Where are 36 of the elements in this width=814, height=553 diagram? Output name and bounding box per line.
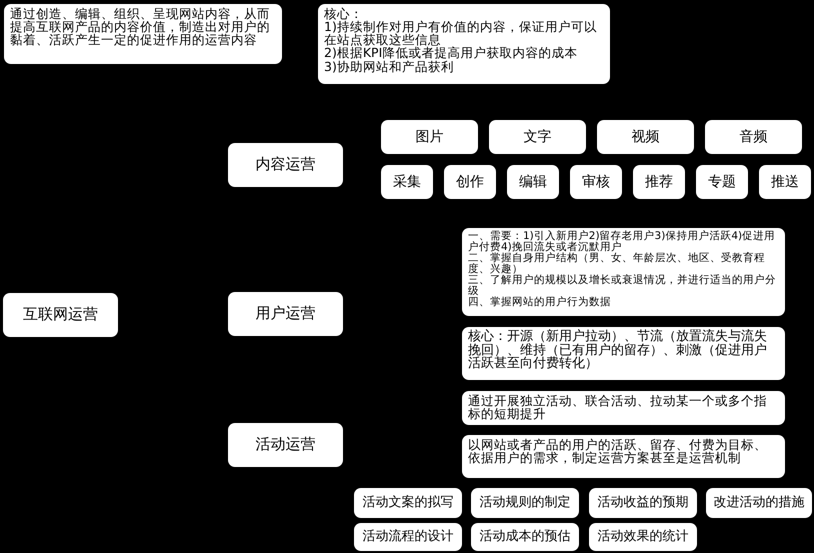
item-box: 活动规则的制定	[471, 488, 579, 518]
topic-box: 用户运营	[228, 292, 343, 336]
note-line: 核心：	[324, 7, 363, 20]
description-card: 核心：开源（新用户拉动）、节流（放置流失与流失挽回）、维持（已有用户的留存）、刺激（促进用户活跃甚至向付费转化）	[462, 327, 785, 380]
item-box: 推送	[759, 165, 811, 199]
item-box: 活动收益的预期	[589, 488, 697, 518]
note-line: 2)根据KPI降低或者提高用户获取内容的成本	[324, 46, 578, 60]
item-box: 审核	[570, 165, 622, 199]
item-box: 采集	[381, 165, 433, 199]
note-line: 3)协助网站和产品获利	[324, 60, 454, 73]
note-line: 一、需要：1)引入新用户2)留存老用户3)保持用户活跃4)促进用户付费4)挽回流失或者沉默用户	[468, 231, 776, 254]
topic-box: 内容运营	[228, 143, 343, 187]
item-box: 推荐	[633, 165, 685, 199]
description-card	[318, 4, 610, 84]
item-box: 活动文案的拟写	[354, 488, 462, 518]
item-box: 活动流程的设计	[354, 523, 462, 551]
description-card: 通过创造、编辑、组织、呈现网站内容，从而提高互联网产品的内容价值，制造出对用户的黏着、活跃产生一定的促进作用的运营内容	[4, 4, 282, 64]
note-line: 三、了解用户的规模以及增长或衰退情况，并进行适当的用户分级	[468, 275, 777, 298]
item-box: 活动成本的预估	[471, 523, 579, 551]
topic-box: 活动运营	[228, 423, 343, 467]
note-line: 1)持续制作对用户有价值的内容，保证用户可以在站点获取这些信息	[324, 20, 598, 46]
item-box: 改进活动的措施	[706, 488, 812, 518]
item-box: 音频	[705, 120, 802, 154]
description-card: 通过开展独立活动、联合活动、拉动某一个或多个指标的短期提升	[462, 391, 785, 425]
item-box: 编辑	[507, 165, 559, 199]
item-box: 专题	[696, 165, 748, 199]
item-box: 视频	[597, 120, 694, 154]
note-line: 二、掌握自身用户结构（男、女、年龄层次、地区、受教育程度、兴趣）	[468, 253, 765, 276]
item-box: 图片	[381, 120, 478, 154]
note-line: 四、掌握网站的用户行为数据	[468, 297, 612, 308]
item-box: 活动效果的统计	[589, 523, 697, 551]
description-card	[462, 228, 785, 316]
item-box: 创作	[444, 165, 496, 199]
description-card: 以网站或者产品的用户的活跃、留存、付费为目标、依据用户的需求，制定运营方案甚至是运营机制	[462, 435, 785, 478]
root-topic-box: 互联网运营	[3, 293, 118, 337]
item-box: 文字	[489, 120, 586, 154]
